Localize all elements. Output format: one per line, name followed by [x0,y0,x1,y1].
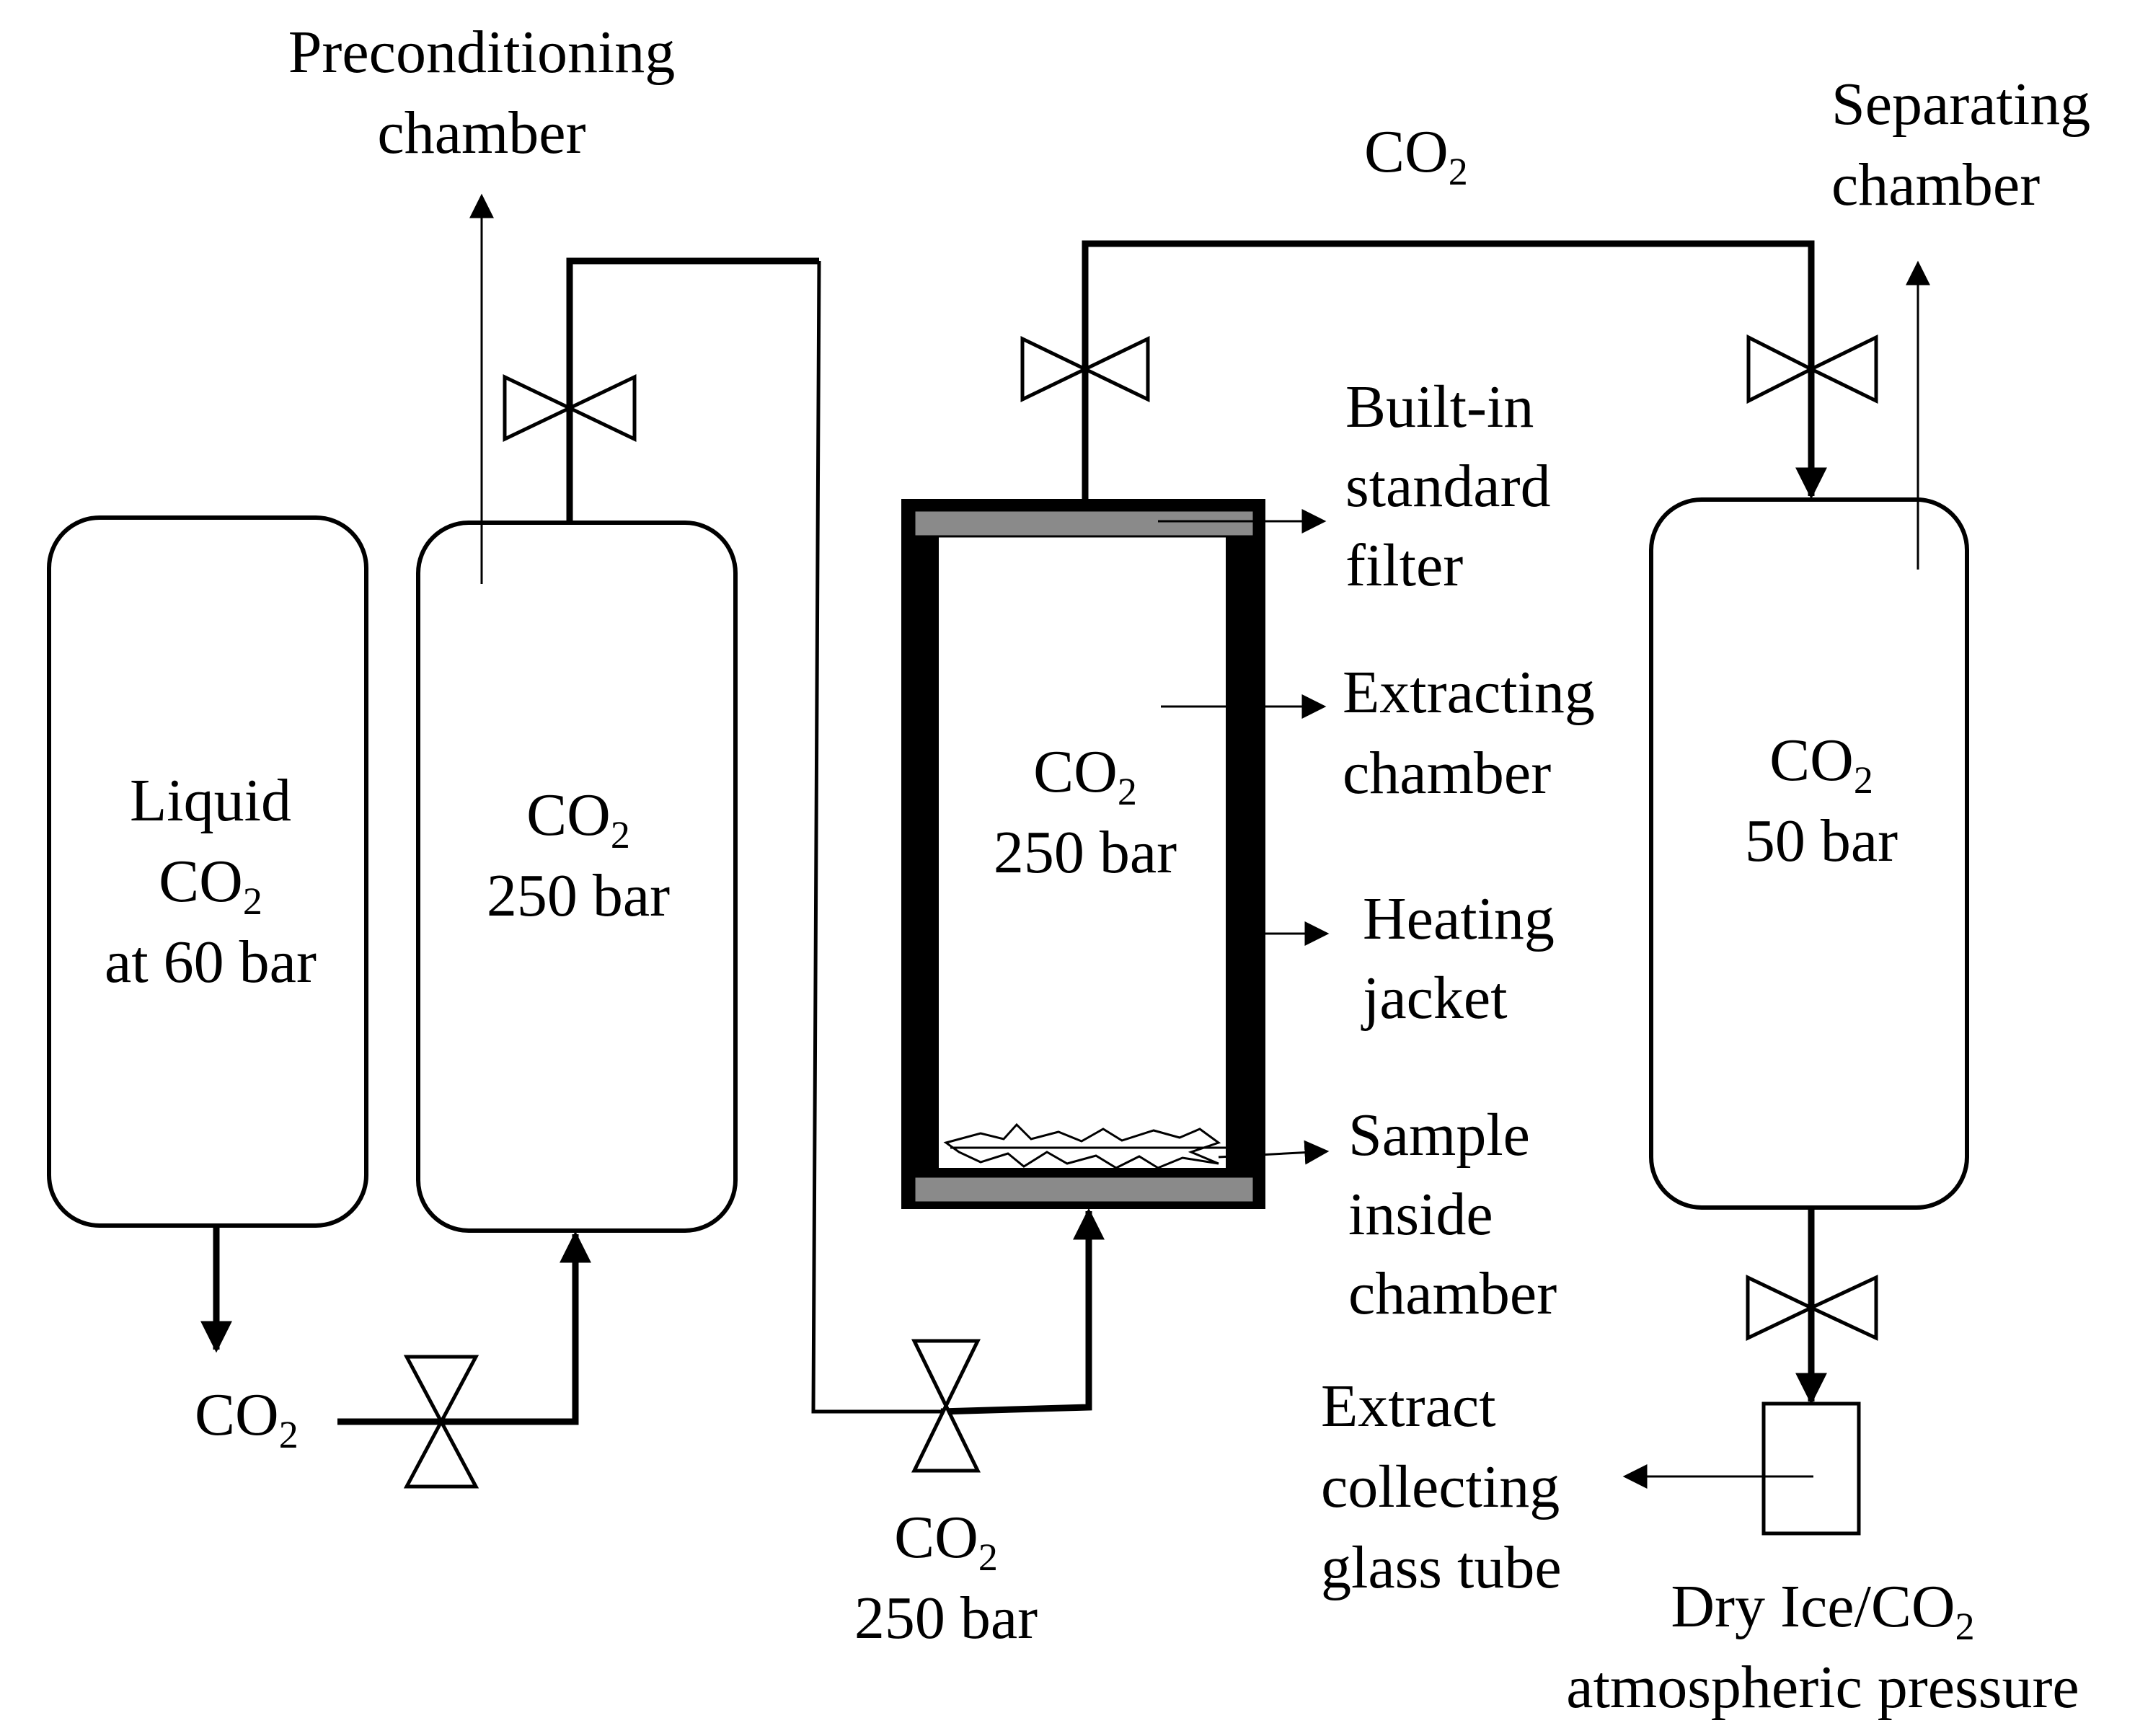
feed-pipe-preconditioning [337,1231,591,1425]
bottom-middle-co2-label: CO2 [894,1504,998,1579]
sample-icon [943,1122,1226,1169]
valve-separating-bottom-icon [1746,1275,1878,1341]
valve-preconditioning-top-icon [503,374,637,442]
sample-label-line3: chamber [1348,1260,1557,1327]
heating-label-line1: Heating [1363,885,1555,952]
separating-pressure-label: 50 bar [1745,807,1898,874]
feed-pipe-extracting [940,1208,1105,1415]
transfer-pipe-thin [811,260,941,1414]
top-filter [913,509,1255,538]
sample-label-line2: inside [1348,1181,1493,1248]
builtin-filter-label-line1: Built-in [1345,373,1534,440]
separating-label-line1: Separating [1831,71,2090,138]
preconditioning-label-line2: chamber [377,99,585,167]
valve-feed-middle-icon [911,1339,981,1473]
extracting-label-line2: chamber [1343,740,1551,807]
heating-label-line2: jacket [1361,965,1508,1032]
preconditioning-pressure-label: 250 bar [487,862,670,929]
extracting-co2-label: CO2 [1033,738,1137,813]
liquid-label-line3: at 60 bar [105,929,317,996]
collect-label-line1: Extract [1321,1373,1496,1440]
bottom-middle-pressure-label: 250 bar [854,1585,1038,1652]
collect-label-line3: glass tube [1321,1534,1562,1601]
extracting-pressure-label: 250 bar [994,819,1177,886]
preconditioning-label-line1: Preconditioning [288,19,676,86]
liquid-co2-tank [47,515,368,1228]
liquid-label-line2: CO2 [159,848,262,923]
sample-label-arrow [1218,1140,1330,1165]
separating-co2-label: CO2 [1769,727,1873,802]
bottom-filter [913,1175,1255,1204]
dryice-label-line2: atmospheric pressure [1566,1654,2079,1721]
extracting-chamber-interior [939,533,1226,1168]
preconditioning-co2-label: CO2 [526,781,630,856]
collect-label-line2: collecting [1321,1453,1560,1520]
dryice-label-line1: Dry Ice/CO2 [1671,1573,1974,1648]
valve-separating-top-icon [1746,334,1878,404]
bottom-left-co2-label: CO2 [195,1381,299,1456]
preconditioning-outlet-pipe [566,257,819,523]
extract-collecting-tube [1761,1401,1861,1536]
preconditioning-vessel [416,521,738,1233]
valve-feed-left-icon [403,1355,479,1489]
valve-extracting-top-icon [1020,336,1150,402]
builtin-filter-label-line3: filter [1345,532,1463,599]
extracting-label-line1: Extracting [1343,659,1595,726]
top-co2-label: CO2 [1364,118,1468,193]
sample-label-line1: Sample [1348,1102,1530,1169]
liquid-label-line1: Liquid [130,767,291,834]
builtin-filter-label-line2: standard [1345,453,1551,520]
extracting-chamber [901,499,1265,1209]
separating-label-line2: chamber [1831,151,2040,218]
